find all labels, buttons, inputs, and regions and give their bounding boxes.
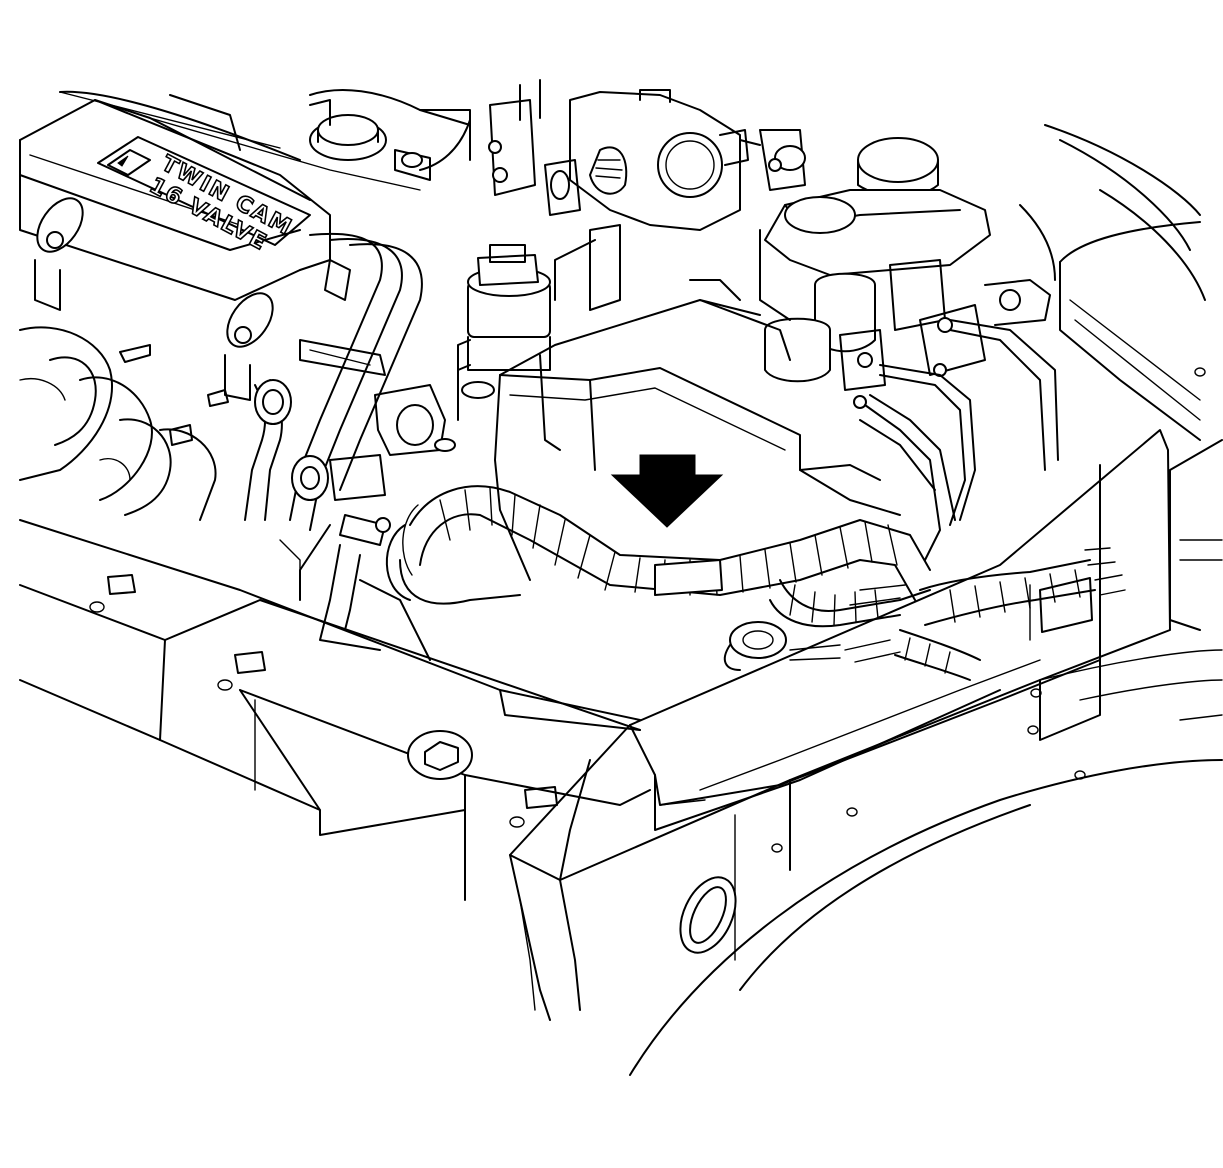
misc-engine-details [59, 79, 1056, 661]
master-cylinder [764, 189, 1051, 409]
hose-bundle-left [244, 232, 423, 531]
wheelhouse-arc [629, 649, 1223, 1076]
battery-cover [494, 299, 936, 581]
frame-slot [679, 876, 737, 954]
throttle-body [488, 89, 749, 311]
brake-lines [864, 319, 1059, 561]
harness-through-frame [789, 547, 1126, 681]
down-arrow-icon [610, 454, 724, 528]
exhaust-manifold [19, 326, 229, 521]
sensor-valve [457, 244, 551, 421]
purge-solenoid [329, 384, 456, 501]
radiator-support [19, 519, 651, 901]
wiring-harness [299, 485, 931, 671]
manufacturer-logo-icon [107, 149, 151, 176]
frame-rail [509, 367, 1206, 1021]
oil-filler-cap [309, 89, 471, 181]
fender-outline [1044, 124, 1223, 631]
coolant-reservoir [759, 129, 939, 198]
